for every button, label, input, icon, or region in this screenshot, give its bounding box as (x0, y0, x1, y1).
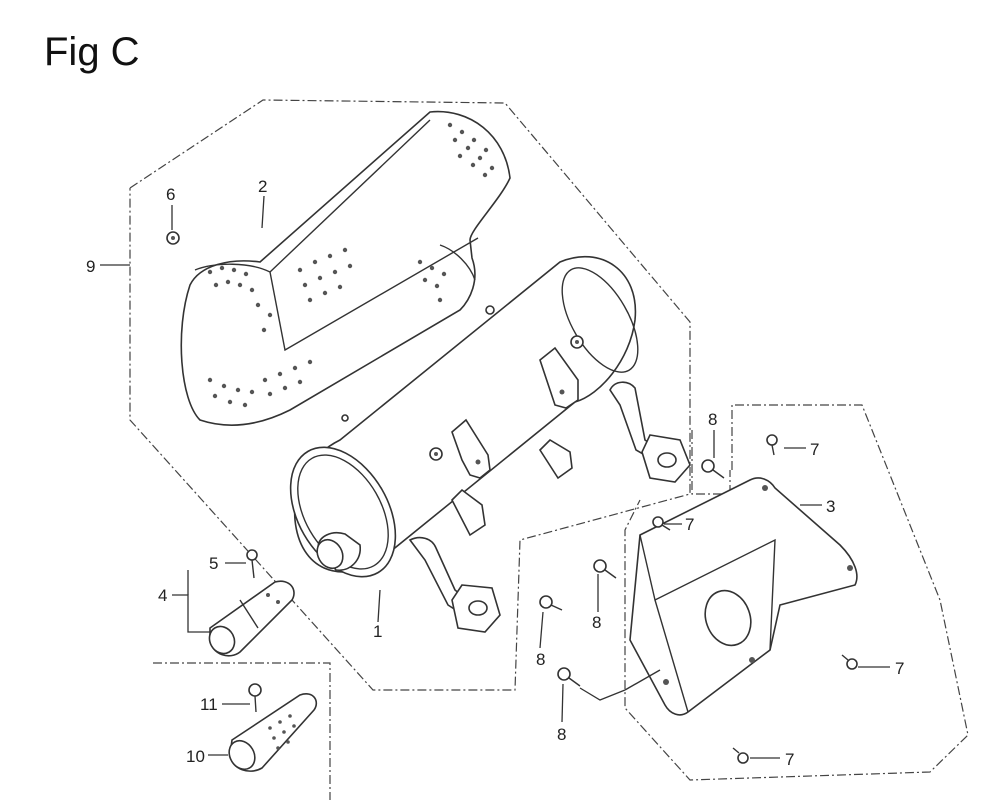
bolt-7-b (652, 516, 671, 531)
leader-lines (100, 195, 890, 759)
callout-7c: 7 (895, 659, 904, 678)
screw-5 (246, 549, 258, 579)
callout-10: 10 (186, 747, 205, 766)
callout-6: 6 (166, 185, 175, 204)
callout-8b: 8 (592, 613, 601, 632)
figure-title: Fig C (44, 30, 140, 74)
callout-1: 1 (373, 622, 382, 641)
bolt-8-top (701, 459, 725, 479)
bolt-7-a (766, 434, 778, 456)
callout-8c: 8 (536, 650, 545, 669)
muffler-bracket (624, 477, 858, 716)
screw-11 (248, 683, 262, 713)
callout-7a: 7 (810, 440, 819, 459)
bolt-8-b (593, 559, 617, 579)
muffler-protector (180, 110, 511, 426)
callout-5: 5 (209, 554, 218, 573)
group-outline-bracket (624, 404, 969, 781)
callout-4: 4 (158, 586, 167, 605)
muffler-body (289, 256, 691, 633)
callout-8a: 8 (708, 410, 717, 429)
tail-pipe (228, 693, 318, 772)
callout-7b: 7 (685, 515, 694, 534)
callout-3: 3 (826, 497, 835, 516)
callout-7d: 7 (785, 750, 794, 769)
bolt-8-c (557, 667, 581, 687)
callout-9: 9 (86, 257, 95, 276)
nut-6 (166, 231, 180, 245)
group-outline-bolt-8 (691, 430, 731, 495)
bolt-8-a (539, 595, 563, 611)
bolt-7-c (841, 654, 858, 670)
bolt-7-d (732, 747, 749, 764)
callout-2: 2 (258, 177, 267, 196)
spark-arrester-tube (208, 580, 295, 657)
group-outline-tail-pipe (153, 662, 331, 800)
callout-11: 11 (200, 695, 218, 714)
callout-8d: 8 (557, 725, 566, 744)
